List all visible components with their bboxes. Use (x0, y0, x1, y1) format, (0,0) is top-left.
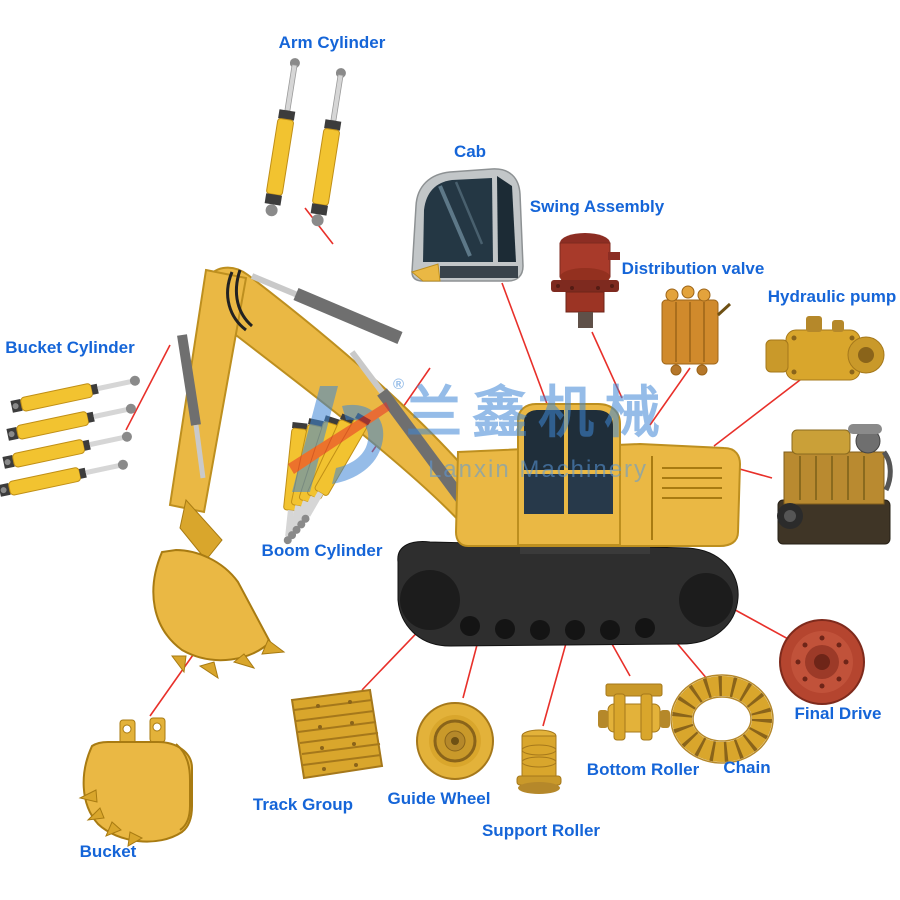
bucket-cylinder-image (0, 375, 140, 497)
label-boom-cylinder: Boom Cylinder (261, 541, 383, 560)
bottom-roller-image (598, 683, 670, 741)
track-group-image (290, 688, 384, 780)
cab-image (410, 168, 524, 282)
label-track-group: Track Group (252, 795, 354, 814)
swing-assembly-image (551, 233, 620, 328)
final-drive-image (779, 619, 865, 705)
hydraulic-pump-image (765, 316, 885, 381)
chain-image (670, 674, 774, 764)
label-cab: Cab (453, 142, 487, 161)
label-final-drive: Final Drive (794, 704, 882, 723)
label-hydraulic-pump: Hydraulic pump (767, 287, 897, 306)
bucket-part-image (78, 717, 193, 847)
label-distribution-valve: Distribution valve (621, 259, 765, 278)
excavator-image (152, 266, 742, 680)
label-arm-cylinder: Arm Cylinder (278, 33, 386, 52)
engine-image (777, 424, 893, 545)
label-bottom-roller: Bottom Roller (586, 760, 700, 779)
label-chain: Chain (723, 758, 771, 777)
label-bucket: Bucket (79, 842, 137, 861)
boom-cylinder-image (283, 412, 371, 545)
guide-wheel-image (416, 702, 494, 780)
distribution-valve-image (661, 285, 732, 376)
label-guide-wheel: Guide Wheel (387, 789, 491, 808)
label-support-roller: Support Roller (481, 821, 601, 840)
label-bucket-cylinder: Bucket Cylinder (5, 338, 135, 357)
arm-cylinder-image (264, 58, 346, 227)
support-roller-image (516, 729, 562, 794)
label-swing-assembly: Swing Assembly (529, 197, 665, 216)
